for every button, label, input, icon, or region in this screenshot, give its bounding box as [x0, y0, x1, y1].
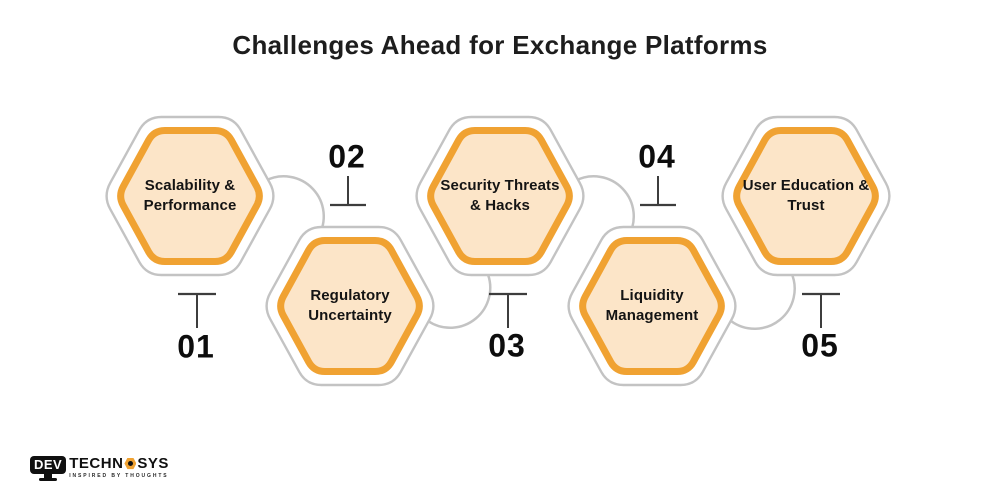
connector-arc [730, 271, 796, 331]
logo-brand-row: TECHN SYS [69, 456, 169, 471]
label-line: Uncertainty [308, 307, 392, 324]
step-number-05: 05 [801, 327, 839, 364]
step-number-02: 02 [328, 138, 366, 175]
step-number-01: 01 [177, 328, 215, 365]
label-line: Liquidity [620, 287, 684, 305]
label-line: Security Threats [440, 177, 560, 195]
logo-brand: TECHN SYS INSPIRED BY THOUGHTS [69, 456, 169, 479]
connector-arc [427, 271, 492, 329]
label-line: Management [605, 307, 699, 324]
logo-dev-text: DEV [30, 456, 67, 474]
connector-arc [574, 175, 635, 238]
page-title: Challenges Ahead for Exchange Platforms [232, 30, 768, 60]
logo-techn-text: TECHN [69, 455, 124, 472]
hexagon-label-education: User Education & Trust [731, 176, 881, 216]
hexagon-4 [567, 225, 737, 387]
label-line: Scalability & [144, 177, 236, 195]
label-line: Regulatory [310, 287, 390, 305]
hexagon-inner [579, 237, 725, 375]
hexagon-1 [105, 115, 275, 277]
hexagon-label-security: Security Threats & Hacks [425, 176, 575, 216]
monitor-base [39, 478, 58, 481]
step-number-04: 04 [638, 138, 676, 175]
logo-tagline: INSPIRED BY THOUGHTS [69, 473, 169, 479]
hexagon-label-liquidity: Liquidity Management [577, 286, 727, 326]
monitor-stand [44, 474, 53, 478]
hexagon-3 [415, 115, 585, 277]
company-logo: DEV TECHN SYS INSPIRED BY THOUGHTS [30, 456, 169, 481]
step-number-03: 03 [488, 327, 526, 364]
hexagon-5 [721, 115, 891, 277]
hexagon-inner [733, 127, 879, 265]
hexagon-inner [427, 127, 573, 265]
hexagon-inner [117, 127, 263, 265]
label-line: Trust [787, 197, 825, 214]
monitor-icon: DEV [30, 456, 67, 481]
label-line: Performance [143, 197, 237, 214]
connector-arc [264, 175, 325, 238]
hexagon-label-regulatory: Regulatory Uncertainty [275, 286, 425, 326]
hexagon-inner [277, 237, 423, 375]
hexagon-2 [265, 225, 435, 387]
label-line: User Education & [742, 177, 870, 195]
label-line: & Hacks [470, 197, 530, 214]
gear-icon [124, 457, 137, 470]
hexagon-label-scalability: Scalability & Performance [115, 176, 265, 216]
logo-sys-text: SYS [137, 455, 169, 472]
